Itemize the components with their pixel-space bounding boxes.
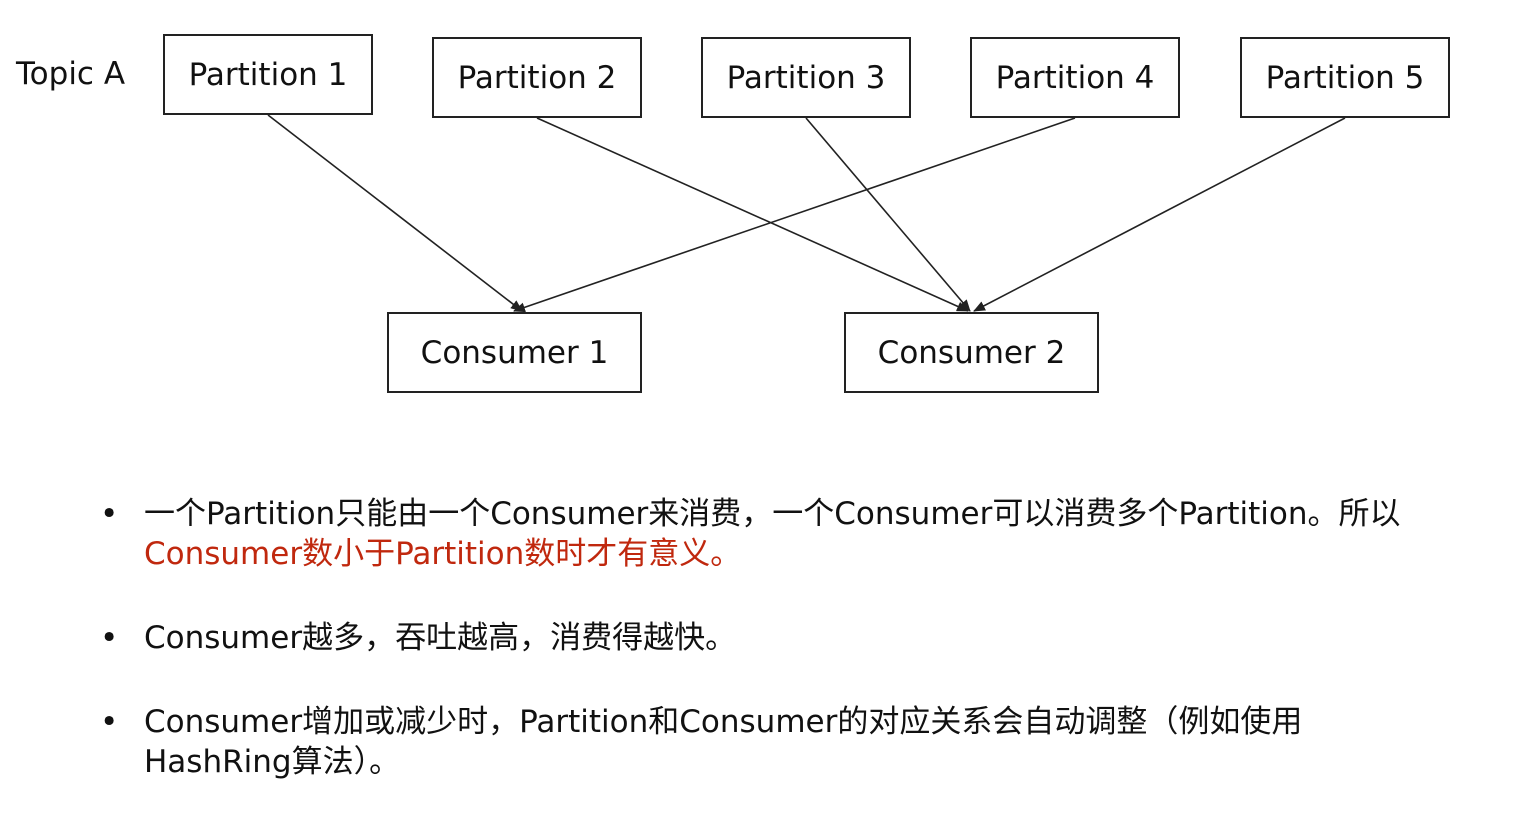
bullet-dot-icon: • (100, 704, 119, 740)
partition-4-box: Partition 4 (970, 37, 1180, 118)
note-2-text: Consumer越多，吞吐越高，消费得越快。 (144, 620, 737, 656)
partition-2-box: Partition 2 (432, 37, 642, 118)
note-1-highlight: Consumer数小于Partition数时才有意义。 (144, 536, 742, 572)
note-item-3: • Consumer增加或减少时，Partition和Consumer的对应关系… (96, 702, 1404, 782)
partition-5-box: Partition 5 (1240, 37, 1450, 118)
note-item-2: • Consumer越多，吞吐越高，消费得越快。 (96, 618, 1516, 658)
bullet-dot-icon: • (100, 496, 119, 532)
edge-partition-3-consumer-2 (805, 117, 971, 312)
note-item-1: • 一个Partition只能由一个Consumer来消费，一个Consumer… (96, 494, 1516, 574)
bullet-dot-icon: • (100, 620, 119, 656)
note-3-text: Consumer增加或减少时，Partition和Consumer的对应关系会自… (144, 704, 1303, 780)
consumer-2-box: Consumer 2 (844, 312, 1099, 393)
notes-list: • 一个Partition只能由一个Consumer来消费，一个Consumer… (96, 494, 1516, 826)
note-1-text: 一个Partition只能由一个Consumer来消费，一个Consumer可以… (144, 496, 1401, 532)
edge-partition-1-consumer-1 (267, 114, 523, 312)
consumer-1-box: Consumer 1 (387, 312, 642, 393)
topic-label: Topic A (16, 56, 126, 92)
edge-partition-2-consumer-2 (536, 117, 969, 312)
partition-3-box: Partition 3 (701, 37, 911, 118)
partition-1-box: Partition 1 (163, 34, 373, 115)
edge-partition-5-consumer-2 (973, 117, 1346, 312)
edge-partition-4-consumer-1 (513, 117, 1076, 313)
